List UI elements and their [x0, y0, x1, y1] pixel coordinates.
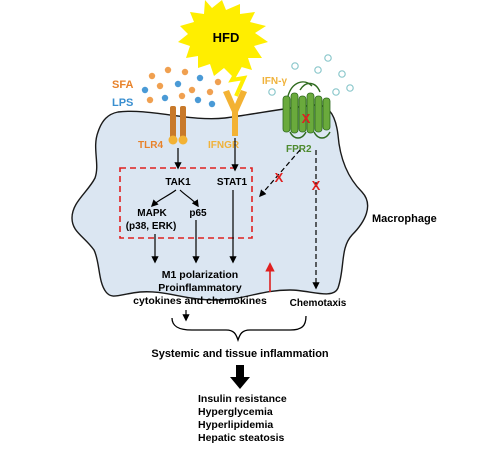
proinflammatory-label: Proinflammatory [158, 282, 242, 294]
ligand-dot [178, 92, 186, 100]
ligand-dot [291, 62, 299, 70]
outcome-item: Hyperlipidemia [198, 419, 273, 431]
ligand-dot [141, 86, 149, 94]
ifn-gamma-label: IFN-γ [262, 76, 287, 87]
tak1-block-x-icon: X [275, 170, 284, 185]
ligand-dot [324, 54, 332, 62]
ligand-dot [156, 82, 164, 90]
m1-polarization-label: M1 polarization [162, 269, 238, 281]
fpr2-block-x-icon: X [302, 111, 311, 126]
tlr4-label: TLR4 [138, 140, 163, 151]
p65-label: p65 [189, 208, 207, 219]
ligand-dot [148, 72, 156, 80]
ligand-dot [346, 84, 354, 92]
hfd-label: HFD [213, 30, 240, 45]
ligand-dots [141, 54, 354, 108]
chemotaxis-label: Chemotaxis [290, 298, 347, 309]
convergence-brace [171, 315, 307, 343]
stat1-label: STAT1 [217, 177, 248, 188]
ligand-dot [164, 66, 172, 74]
mapk-label: MAPK [137, 208, 167, 219]
ligand-dot [338, 70, 346, 78]
outcomes-list: Insulin resistanceHyperglycemiaHyperlipi… [198, 393, 287, 444]
outcome-item: Hepatic steatosis [198, 432, 285, 444]
ligand-dot [206, 88, 214, 96]
outcome-item: Insulin resistance [198, 393, 287, 405]
ifngr-receptor-icon [223, 90, 247, 136]
ligand-dot [332, 88, 340, 96]
ligand-dot [161, 94, 169, 102]
ligand-dot [194, 96, 202, 104]
ligand-dot [188, 86, 196, 94]
ifngr-label: IFNGR [208, 140, 240, 151]
ligand-dot [146, 96, 154, 104]
inflammatory-pathway-box [119, 167, 253, 239]
chemotaxis-block-x-icon: X [312, 178, 321, 193]
ligand-dot [174, 80, 182, 88]
outcome-item: Hyperglycemia [198, 406, 273, 418]
macrophage-label: Macrophage [372, 213, 437, 225]
ligand-dot [314, 66, 322, 74]
ligand-dot [214, 78, 222, 86]
cytokines-chemokines-label: cytokines and chemokines [133, 295, 267, 307]
fpr2-label: FPR2 [286, 144, 312, 155]
ligand-dot [196, 74, 204, 82]
ligand-dot [268, 88, 276, 96]
mapk-sub-label: (p38, ERK) [126, 221, 177, 232]
ligand-dot [181, 68, 189, 76]
hfd-burst-icon [178, 0, 268, 97]
lps-label: LPS [112, 97, 133, 109]
down-arrow-icon [230, 365, 250, 389]
sfa-label: SFA [112, 79, 133, 91]
systemic-inflammation-label: Systemic and tissue inflammation [151, 348, 329, 360]
tlr4-receptor-icon [168, 106, 188, 145]
tak1-label: TAK1 [165, 177, 191, 188]
ligand-dot [208, 100, 216, 108]
fpr2-receptor-icon [282, 81, 331, 139]
